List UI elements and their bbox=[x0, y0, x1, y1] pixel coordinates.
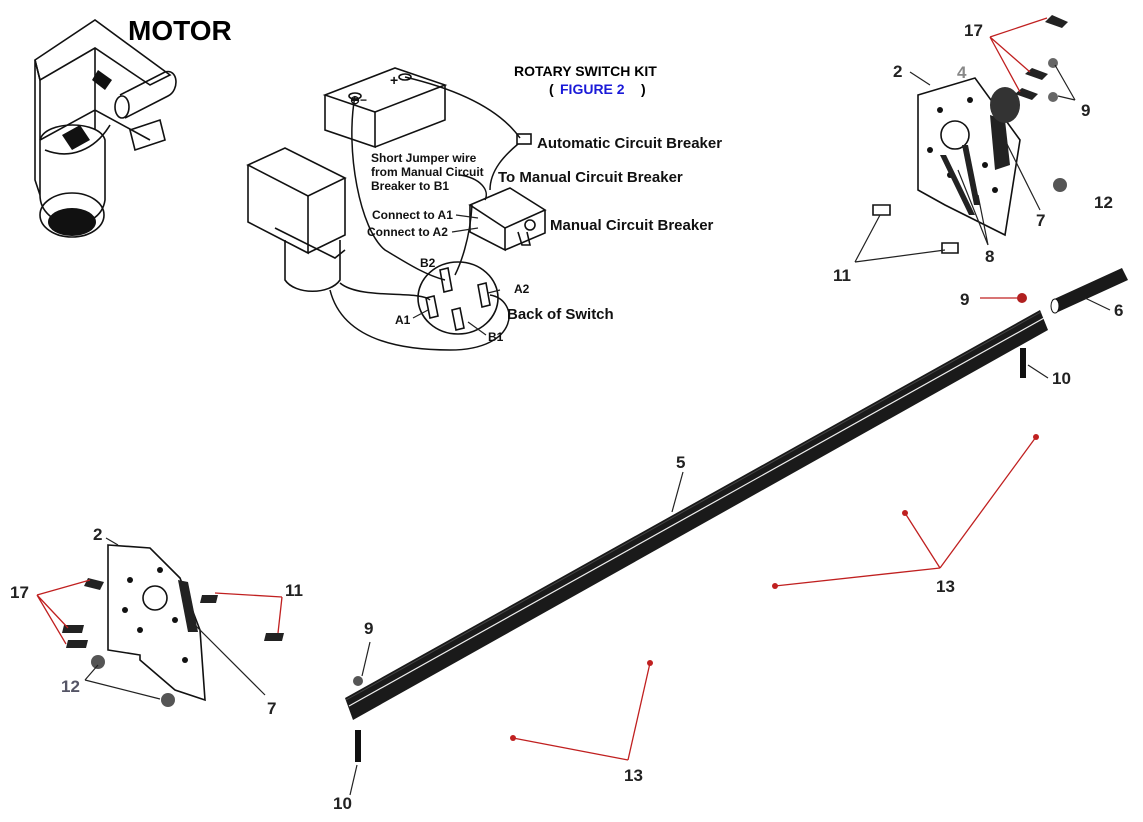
callout-5: 5 bbox=[676, 453, 685, 472]
callout-13-right: 13 bbox=[936, 577, 955, 596]
auto-breaker-label: Automatic Circuit Breaker bbox=[537, 135, 722, 152]
kit-paren-open: ( bbox=[549, 81, 554, 97]
pin-part-10-right bbox=[1020, 348, 1026, 378]
callout-7-top: 7 bbox=[1036, 211, 1045, 230]
wiring-lines bbox=[329, 76, 521, 351]
battery-plus-label: + bbox=[390, 72, 398, 88]
callout-17-left: 17 bbox=[10, 583, 29, 602]
jumper-label-line1: Short Jumper wire bbox=[371, 151, 477, 165]
callout-4-top: 4 bbox=[957, 63, 967, 82]
switch-motor-illustration bbox=[246, 147, 347, 292]
callout-9-right: 9 bbox=[960, 290, 969, 309]
callout-6: 6 bbox=[1114, 301, 1123, 320]
collar-part-9-right bbox=[1017, 293, 1027, 303]
callout-8-top: 8 bbox=[985, 247, 994, 266]
shaft-leader-lines bbox=[349, 297, 1111, 796]
battery-illustration bbox=[322, 67, 448, 149]
callout-2-top: 2 bbox=[893, 62, 902, 81]
callout-9-left: 9 bbox=[364, 619, 373, 638]
switch-back-illustration bbox=[417, 261, 499, 335]
motor-illustration bbox=[34, 19, 177, 238]
battery-minus-label: ⊖− bbox=[350, 93, 367, 107]
shaft-part-6 bbox=[1050, 268, 1128, 314]
kit-title: ROTARY SWITCH KIT bbox=[514, 63, 657, 79]
callout-2-left: 2 bbox=[93, 525, 102, 544]
callout-17-top: 17 bbox=[964, 21, 983, 40]
kit-paren-close: ) bbox=[641, 81, 646, 97]
left-leader-lines bbox=[36, 537, 283, 700]
callout-9-top: 9 bbox=[1081, 101, 1090, 120]
callout-11-top: 11 bbox=[833, 266, 851, 285]
callout-12-left: 12 bbox=[61, 677, 80, 696]
terminal-b2-label: B2 bbox=[420, 256, 436, 270]
top-right-leader-lines bbox=[854, 17, 1076, 263]
collar-part-9-left bbox=[353, 676, 363, 686]
connect-a1-label: Connect to A1 bbox=[372, 208, 453, 222]
manual-breaker-label: Manual Circuit Breaker bbox=[550, 217, 714, 234]
auto-breaker-icon bbox=[516, 133, 532, 145]
connect-a2-label: Connect to A2 bbox=[367, 225, 448, 239]
jumper-label-line2: from Manual Circuit bbox=[371, 165, 484, 179]
callout-11-left: 11 bbox=[285, 581, 303, 600]
back-of-switch-label: Back of Switch bbox=[507, 306, 614, 323]
motor-title: MOTOR bbox=[128, 15, 232, 46]
rods-part-13 bbox=[510, 434, 1039, 761]
terminal-a1-label: A1 bbox=[395, 313, 411, 327]
pin-part-10-left bbox=[355, 730, 361, 762]
callout-10-left: 10 bbox=[333, 794, 352, 813]
callout-7-left: 7 bbox=[267, 699, 276, 718]
callout-10-right: 10 bbox=[1052, 369, 1071, 388]
to-manual-breaker-label: To Manual Circuit Breaker bbox=[498, 169, 683, 186]
manual-breaker-illustration bbox=[468, 187, 547, 252]
callout-12-top: 12 bbox=[1094, 193, 1113, 212]
bracket-assembly-top-right bbox=[872, 15, 1068, 254]
kit-figure-label: FIGURE 2 bbox=[560, 81, 625, 97]
terminal-a2-label: A2 bbox=[514, 282, 530, 296]
terminal-b1-label: B1 bbox=[488, 330, 504, 344]
jumper-label-line3: Breaker to B1 bbox=[371, 179, 449, 193]
shaft-part-5 bbox=[345, 310, 1048, 720]
callout-13-left: 13 bbox=[624, 766, 643, 785]
